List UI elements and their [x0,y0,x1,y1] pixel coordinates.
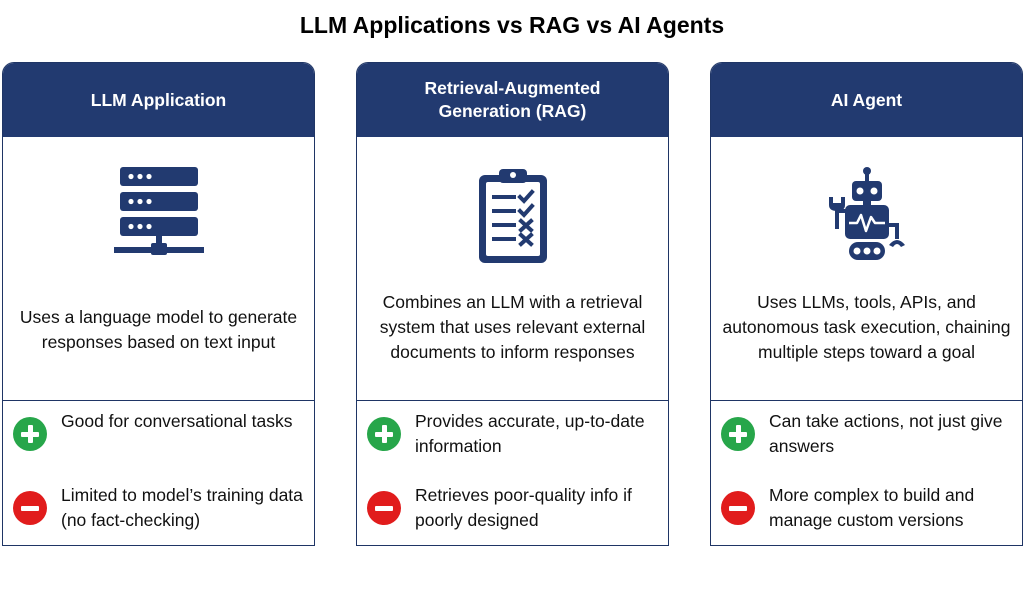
minus-icon [721,491,755,525]
pro-text: Good for conversational tasks [61,411,293,431]
pro-text: Can take actions, not just give answers [769,411,1003,456]
card-description: Uses LLMs, tools, APIs, and autonomous t… [722,292,1011,362]
page-title: LLM Applications vs RAG vs AI Agents [299,12,725,38]
card-llm-application: LLM Application Uses a language mo [2,62,315,546]
pros-cons-list: Can take actions, not just give answers … [711,401,1022,545]
pro-item: Can take actions, not just give answers [721,409,1014,459]
minus-icon [367,491,401,525]
con-item: Limited to model’s training data (no fac… [13,483,306,533]
pro-item: Provides accurate, up-to-date informatio… [367,409,660,459]
con-text: Limited to model’s training data (no fac… [61,485,303,530]
card-description: Combines an LLM with a retrieval system … [379,292,646,362]
minus-icon [13,491,47,525]
plus-icon [721,417,755,451]
card-heading: AI Agent [711,63,1022,137]
plus-icon [367,417,401,451]
con-item: More complex to build and manage custom … [721,483,1014,533]
card-body: Combines an LLM with a retrieval system … [357,137,668,401]
plus-icon [13,417,47,451]
robot-icon [711,167,1022,267]
con-text: More complex to build and manage custom … [769,485,975,530]
pros-cons-list: Good for conversational tasks Limited to… [3,401,314,545]
card-heading: LLM Application [3,63,314,137]
pro-item: Good for conversational tasks [13,409,306,451]
card-description: Uses a language model to generate respon… [19,307,298,352]
con-item: Retrieves poor-quality info if poorly de… [367,483,660,533]
con-text: Retrieves poor-quality info if poorly de… [415,485,632,530]
pro-text: Provides accurate, up-to-date informatio… [415,411,645,456]
clipboard-checklist-icon [357,167,668,267]
card-body: Uses a language model to generate respon… [3,137,314,401]
pros-cons-list: Provides accurate, up-to-date informatio… [357,401,668,545]
card-ai-agent: AI Agent [710,62,1023,546]
server-icon [3,167,314,267]
card-heading: Retrieval-Augmented Generation (RAG) [357,63,668,137]
card-rag: Retrieval-Augmented Generation (RAG) [356,62,669,546]
card-body: Uses LLMs, tools, APIs, and autonomous t… [711,137,1022,401]
